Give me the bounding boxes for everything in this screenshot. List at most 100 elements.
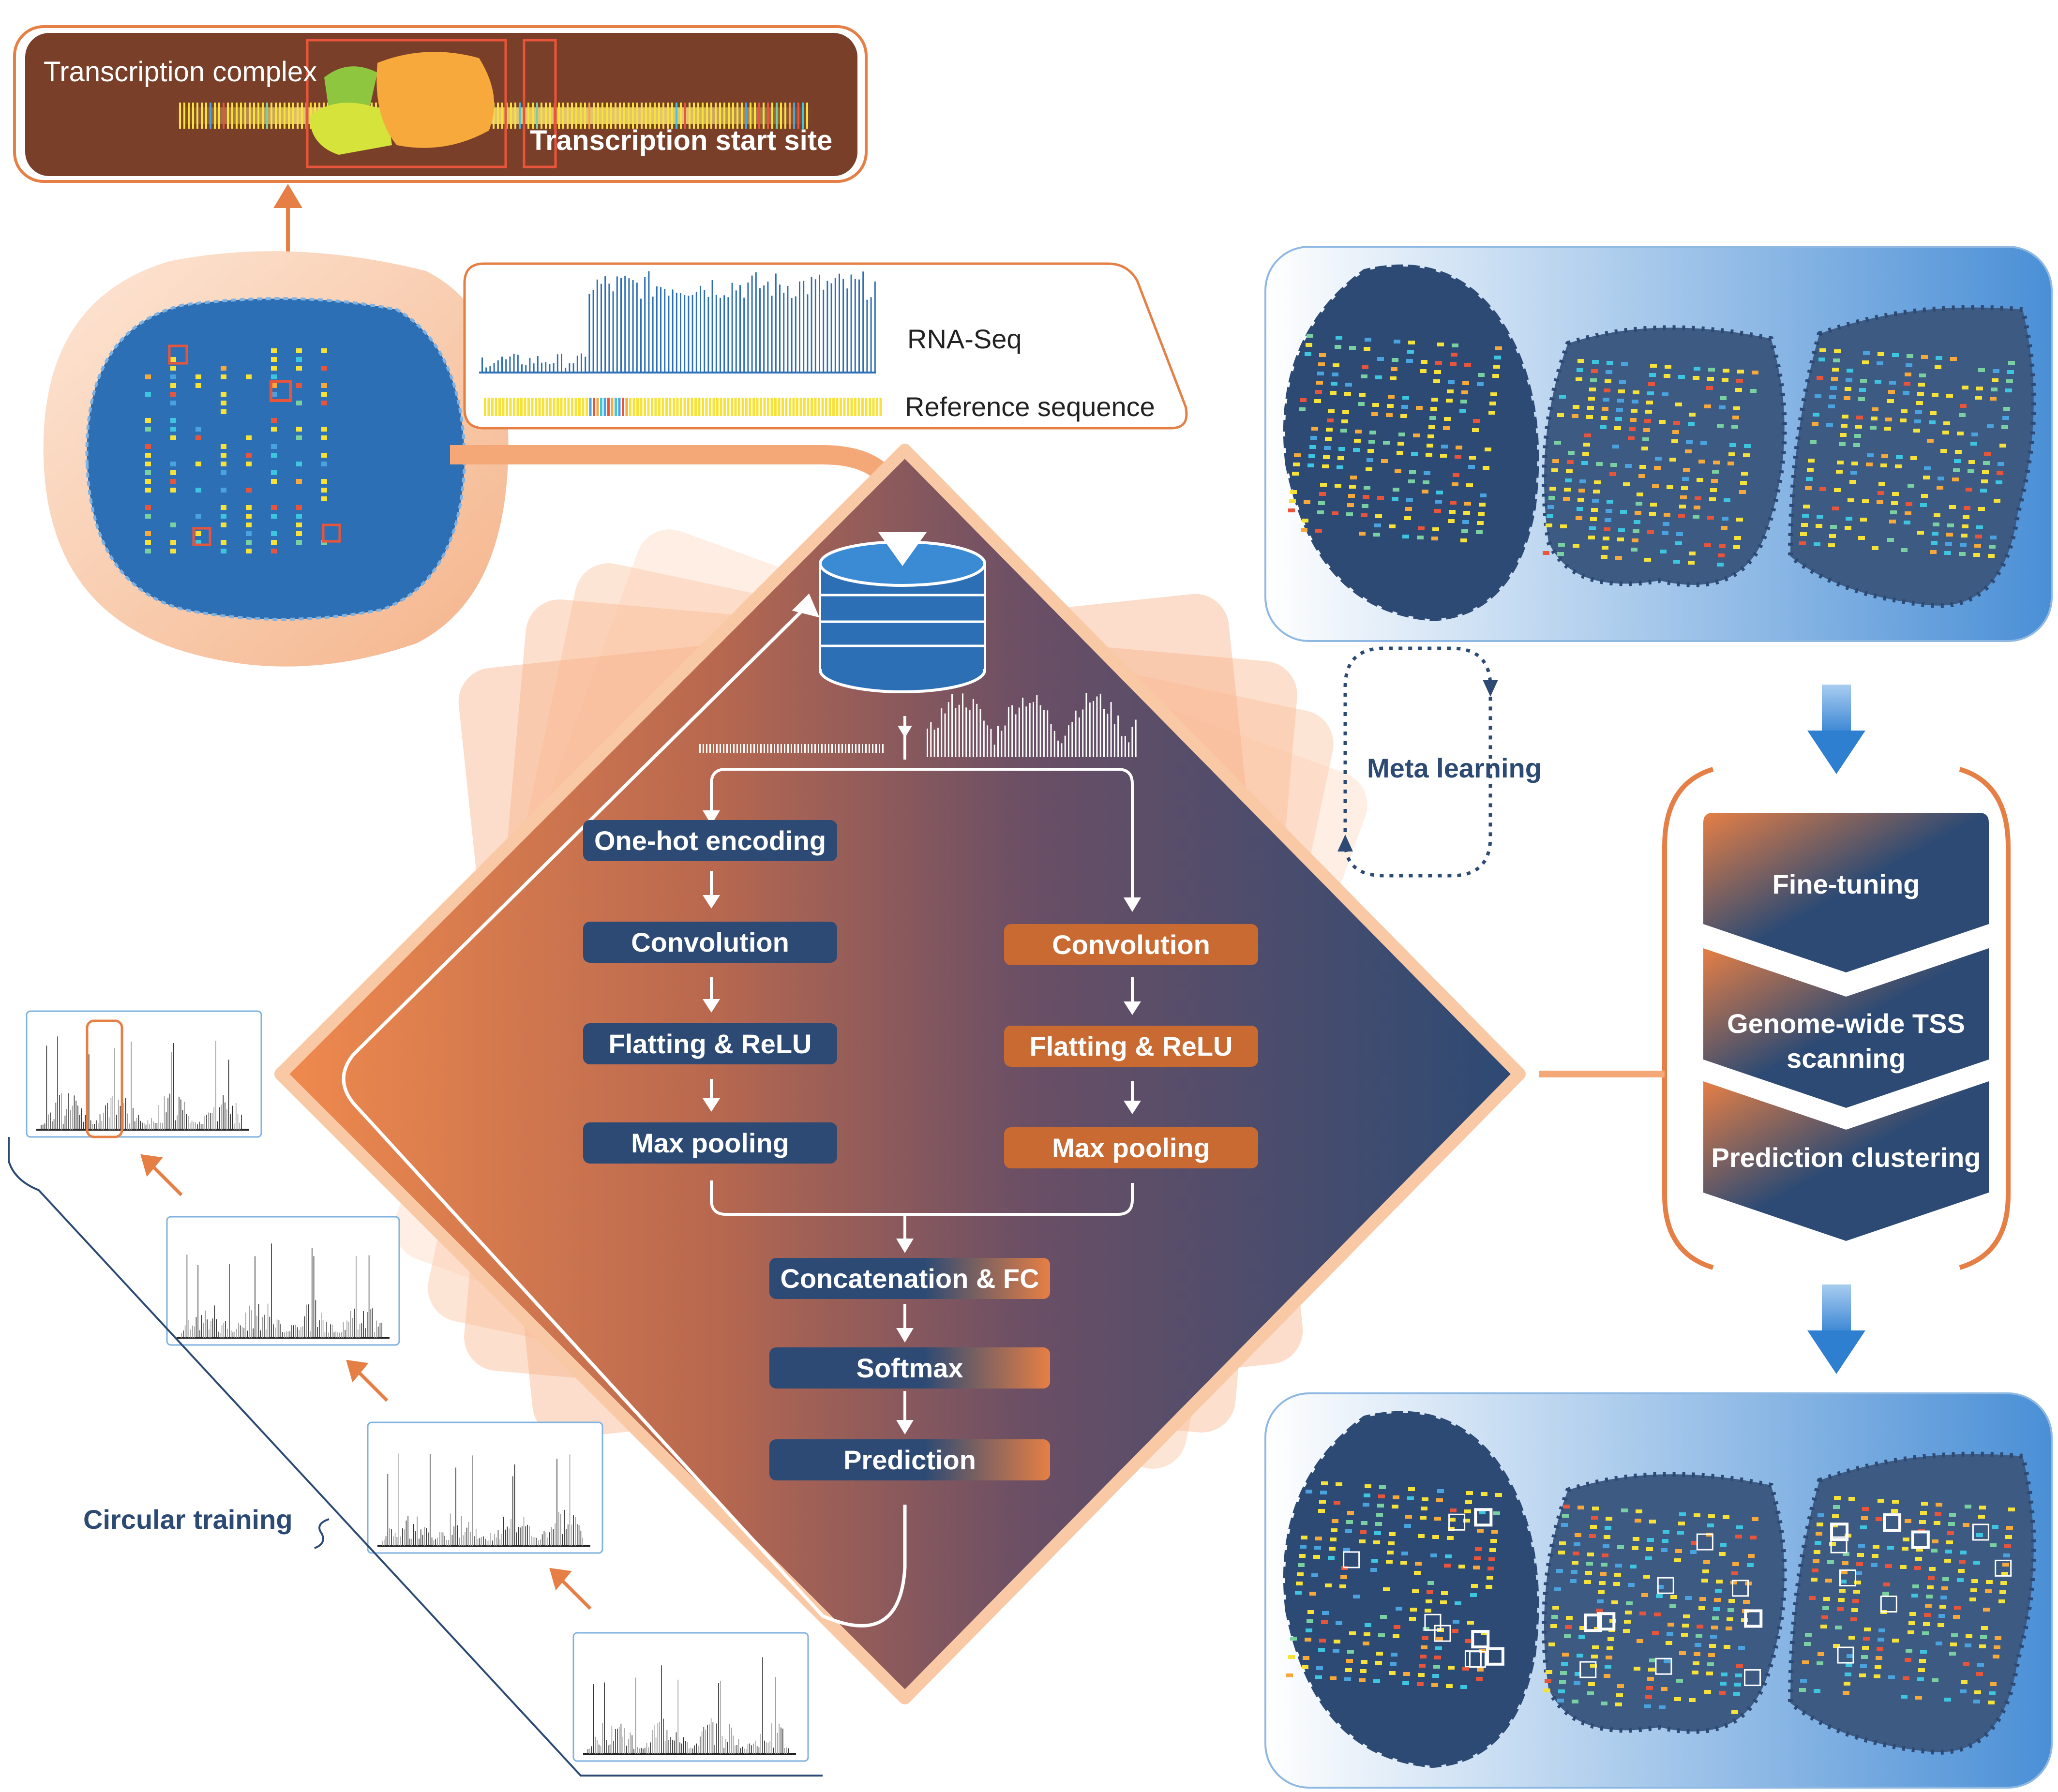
panel-mark: [1427, 444, 1433, 448]
panel-mark: [1646, 1686, 1653, 1690]
refseq-bar: [676, 398, 679, 416]
panel-mark: [2002, 416, 2009, 420]
rnaseq-bar: [807, 294, 809, 373]
panel-mark: [1969, 1598, 1976, 1601]
panel-mark: [1820, 1625, 1827, 1628]
panel-mark: [1344, 1677, 1351, 1681]
refseq-bar: [673, 398, 675, 416]
refseq-bar: [516, 398, 519, 416]
panel-mark: [1881, 454, 1888, 458]
db-seq-tick: [801, 744, 802, 753]
refseq-bar: [636, 398, 639, 416]
panel-mark: [1480, 493, 1487, 497]
db-hist-bar: [1036, 695, 1038, 757]
panel-mark: [1844, 1682, 1850, 1686]
panel-mark: [1456, 446, 1462, 449]
panel-mark: [1607, 361, 1613, 365]
panel-mark: [1341, 419, 1348, 423]
panel-mark: [1347, 1650, 1354, 1654]
panel-mark: [1433, 379, 1440, 383]
panel-mark: [1593, 490, 1600, 493]
panel-mark: [1672, 430, 1679, 434]
db-hist-bar: [1043, 710, 1045, 757]
circular-training-label: Circular training: [83, 1504, 293, 1535]
panel-mark: [1604, 388, 1610, 392]
complex-box: [306, 39, 507, 168]
panel-mark: [1679, 1651, 1686, 1655]
panel-mark: [1932, 1539, 1938, 1543]
db-seq-tick: [726, 744, 728, 753]
refseq-bar: [825, 398, 827, 416]
panel-mark: [1564, 1634, 1571, 1638]
refseq-bar: [654, 398, 657, 416]
panel-mark: [1479, 1510, 1486, 1514]
panel-mark: [1678, 1522, 1685, 1525]
right-convolution-label: Convolution: [1052, 929, 1210, 960]
cell-mark: [321, 383, 327, 388]
refseq-bar: [861, 398, 864, 416]
panel-mark: [1912, 1584, 1919, 1588]
panel-mark: [1307, 334, 1313, 338]
panel-mark: [1837, 461, 1844, 464]
panel-mark: [1689, 413, 1696, 417]
panel-mark: [1845, 526, 1851, 530]
left-branch-arrows: [703, 871, 720, 1112]
refseq-bar: [869, 398, 871, 416]
panel-mark: [1452, 482, 1458, 486]
panel-mark: [1617, 538, 1624, 541]
panel-mark: [1639, 465, 1646, 469]
cell-mark: [321, 401, 327, 405]
panel-mark: [1871, 1563, 1878, 1567]
panel-mark: [1814, 542, 1820, 546]
panel-mark: [1286, 1673, 1293, 1677]
refseq-bar: [589, 398, 592, 416]
panel-mark: [1307, 463, 1314, 467]
panel-mark: [1654, 466, 1661, 470]
refseq-bar: [821, 398, 824, 416]
panel-mark: [1376, 1513, 1383, 1517]
panel-mark: [1592, 499, 1599, 503]
panel-mark: [1932, 393, 1938, 397]
panel-mark: [1600, 1572, 1607, 1576]
panel-mark: [1343, 1548, 1350, 1552]
panel-mark: [1590, 517, 1597, 521]
panel-mark: [1944, 1698, 1951, 1702]
panel-mark: [1477, 382, 1484, 386]
refseq-bar: [661, 398, 664, 416]
panel-mark: [1473, 1566, 1480, 1569]
panel-mark: [1412, 1589, 1419, 1593]
refseq-bar: [756, 398, 759, 416]
panel-mark: [1866, 463, 1873, 466]
db-hist-bar: [1071, 722, 1073, 757]
panel-mark: [1620, 510, 1627, 514]
prediction-box-marker: [1837, 1646, 1854, 1664]
panel-mark: [1614, 426, 1621, 430]
dna-tick: [732, 103, 734, 129]
panel-mark: [1565, 478, 1572, 482]
panel-mark: [1437, 1489, 1444, 1493]
dna-tick: [536, 103, 538, 129]
panel-mark: [1840, 1580, 1847, 1583]
panel-mark: [1848, 498, 1854, 502]
panel-mark: [1431, 537, 1438, 540]
cell-mark: [296, 435, 302, 440]
rnaseq-bar: [588, 294, 590, 373]
panel-mark: [1860, 1664, 1867, 1668]
cell-mark: [170, 427, 176, 432]
panel-mark: [1799, 1688, 1806, 1692]
db-seq-tick: [797, 744, 799, 753]
panel-mark: [1562, 1653, 1569, 1657]
panel-mark: [1689, 1698, 1696, 1702]
rnaseq-bar: [707, 297, 709, 373]
db-seq-tick: [879, 744, 880, 753]
panel-mark: [1601, 1563, 1607, 1567]
panel-mark: [1391, 1653, 1397, 1657]
prediction-box-marker: [1995, 1559, 2012, 1577]
right-flatting-relu-label: Flatting & ReLU: [1029, 1031, 1233, 1061]
panel-mark: [1905, 373, 1911, 376]
panel-mark: [1827, 1560, 1834, 1564]
panel-mark: [1467, 1621, 1474, 1625]
refseq-bar: [814, 398, 817, 416]
cell-mark: [321, 496, 327, 501]
dna-tick: [584, 103, 586, 129]
